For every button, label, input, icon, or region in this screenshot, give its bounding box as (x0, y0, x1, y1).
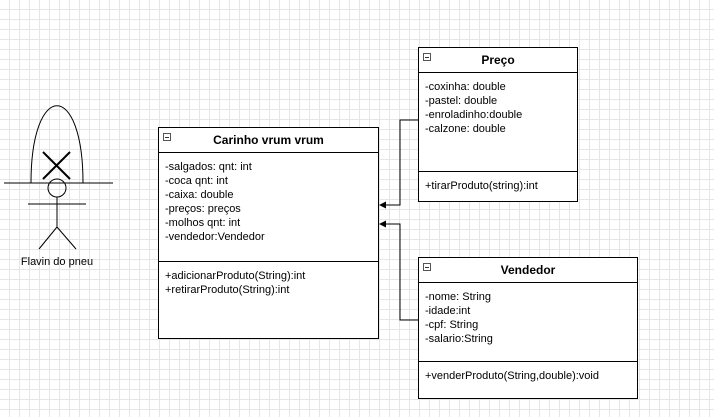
collapse-icon[interactable] (423, 53, 431, 61)
actor-body (28, 197, 86, 250)
attribute: -salgados: qnt: int (165, 161, 252, 173)
operation: +venderProduto(String,double):void (425, 370, 599, 382)
class-vendedor[interactable]: Vendedor -nome: String -idade:int -cpf: … (418, 257, 638, 399)
class-attributes: -salgados: qnt: int -coca qnt: int -caix… (159, 153, 378, 262)
operation: +tirarProduto(string):int (425, 180, 538, 192)
attribute: -molhos qnt: int (165, 217, 241, 229)
attribute: -salario:String (425, 333, 493, 345)
class-header: Vendedor (419, 258, 637, 283)
attribute: -nome: String (425, 291, 492, 303)
attribute: -coca qnt: int (165, 175, 228, 187)
class-attributes: -nome: String -idade:int -cpf: String -s… (419, 283, 637, 362)
attribute: -vendedor:Vendedor (165, 231, 265, 243)
attribute: -idade:int (425, 305, 471, 317)
attribute: -cpf: String (425, 319, 479, 331)
attribute: -caixa: double (165, 189, 234, 201)
connector-vendedor-carrinho[interactable] (379, 220, 418, 321)
class-operations: +tirarProduto(string):int (419, 172, 577, 193)
class-header: Carinho vrum vrum (159, 128, 378, 153)
class-name: Carinho vrum vrum (213, 133, 324, 147)
attribute: -enroladinho:double (425, 109, 523, 121)
operation: +retirarProduto(String):int (165, 284, 290, 296)
operation: +adicionarProduto(String):int (165, 270, 306, 282)
class-name: Preço (481, 53, 515, 67)
class-header: Preço (419, 48, 577, 73)
collapse-icon[interactable] (423, 263, 431, 271)
attribute: -pastel: double (425, 95, 498, 107)
class-operations: +adicionarProduto(String):int +retirarPr… (159, 262, 378, 297)
arrow-head-icon (379, 220, 386, 228)
class-preco[interactable]: Preço -coxinha: double -pastel: double -… (418, 47, 578, 202)
attribute: -coxinha: double (425, 81, 506, 93)
connector-preco-carrinho[interactable] (379, 119, 418, 209)
class-name: Vendedor (500, 263, 556, 277)
arrow-head-icon (379, 201, 386, 209)
sombrero-dome (30, 105, 84, 184)
actor-figure[interactable] (4, 105, 113, 250)
x-mark-icon (42, 151, 71, 180)
attribute: -calzone: double (425, 123, 506, 135)
collapse-icon[interactable] (163, 133, 171, 141)
class-operations: +venderProduto(String,double):void (419, 362, 637, 383)
class-carrinho[interactable]: Carinho vrum vrum -salgados: qnt: int -c… (158, 127, 379, 339)
actor-head (47, 178, 67, 198)
actor-label: Flavin do pneu (20, 256, 94, 268)
attribute: -preços: preços (165, 203, 241, 215)
class-attributes: -coxinha: double -pastel: double -enrola… (419, 73, 577, 172)
